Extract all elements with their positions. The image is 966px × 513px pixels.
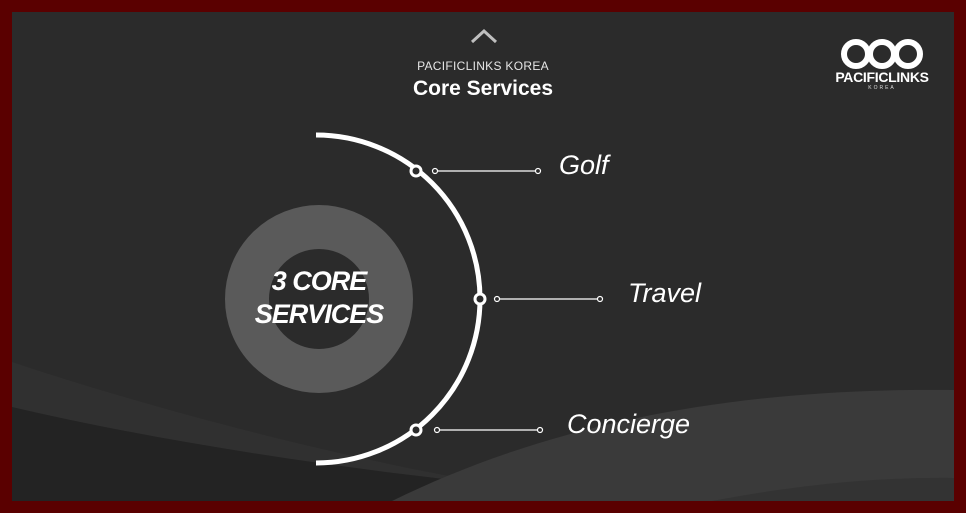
center-title: 3 CORE SERVICES: [224, 265, 414, 331]
three-rings-logo-icon: [841, 39, 923, 69]
background-waves: [12, 362, 954, 501]
slide-screen: PACIFICLINKS KOREA Core Services PACIFIC…: [12, 12, 954, 501]
center-title-line1: 3 CORE: [271, 266, 368, 296]
center-title-line2: SERVICES: [254, 299, 385, 329]
connector-travel: [473, 292, 604, 306]
logo-subtext: KOREA: [868, 85, 896, 91]
chevron-up-icon[interactable]: [470, 26, 498, 46]
center-donut: [225, 205, 413, 393]
service-concierge[interactable]: Concierge: [567, 409, 691, 439]
service-travel[interactable]: Travel: [628, 278, 702, 308]
connector-golf: [409, 164, 542, 178]
logo-wordmark: PACIFICLINKS: [835, 69, 929, 85]
brand-logo[interactable]: PACIFICLINKS KOREA: [830, 38, 934, 96]
page-supertitle: PACIFICLINKS KOREA: [417, 59, 549, 73]
services-diagram: [225, 132, 604, 466]
page-title: Core Services: [412, 77, 554, 100]
service-golf[interactable]: Golf: [559, 150, 609, 180]
connector-concierge: [409, 423, 544, 437]
